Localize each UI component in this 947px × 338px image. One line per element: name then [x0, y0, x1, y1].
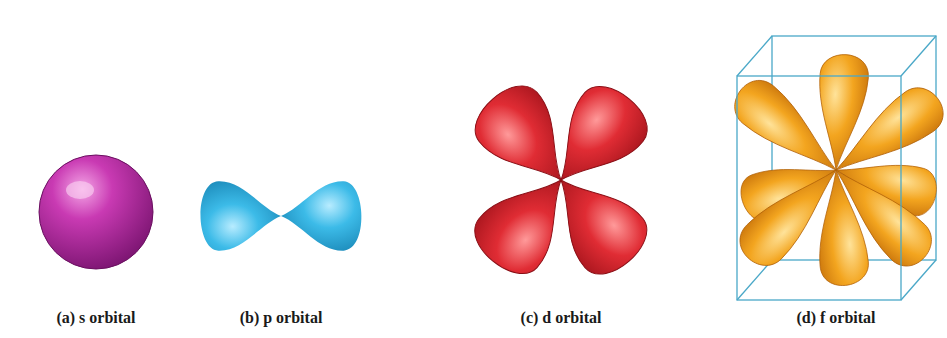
- orbital-caption: (a) s orbital: [54, 309, 137, 327]
- d-orbital-lobes: [464, 74, 658, 285]
- orbital-caption: (b) p orbital: [238, 309, 325, 327]
- orbital-caption: (d) f orbital: [794, 309, 877, 327]
- s-orbital-sphere: [39, 155, 153, 269]
- p-orbital-lobes: [200, 181, 361, 250]
- f-orbital-lobes: [725, 53, 947, 288]
- orbital-caption: (c) d orbital: [519, 309, 604, 327]
- f-orbital-cube-front: [737, 36, 936, 300]
